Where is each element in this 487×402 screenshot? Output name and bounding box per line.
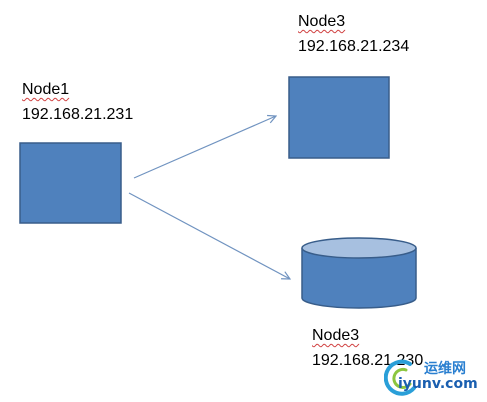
node3-server-ip-label: 192.168.21.234	[298, 38, 410, 55]
node3-server-name-label: Node3	[298, 13, 346, 30]
node3-storage-cylinder	[301, 237, 417, 309]
node1-name-label: Node1	[22, 81, 70, 98]
watermark-chinese-text: 运维网	[424, 361, 466, 377]
watermark-logo-icon	[384, 359, 416, 396]
node3-storage-name-label: Node3	[312, 327, 360, 344]
node1-box	[19, 142, 122, 224]
arrow-to-node3-server	[133, 116, 276, 179]
node3-server-box	[288, 76, 390, 159]
watermark-url-text: iyunv.com	[398, 376, 478, 392]
watermark: 运维网 iyunv.com	[384, 356, 484, 400]
arrow-to-node3-storage	[128, 192, 290, 279]
node1-ip-label: 192.168.21.231	[22, 106, 134, 123]
